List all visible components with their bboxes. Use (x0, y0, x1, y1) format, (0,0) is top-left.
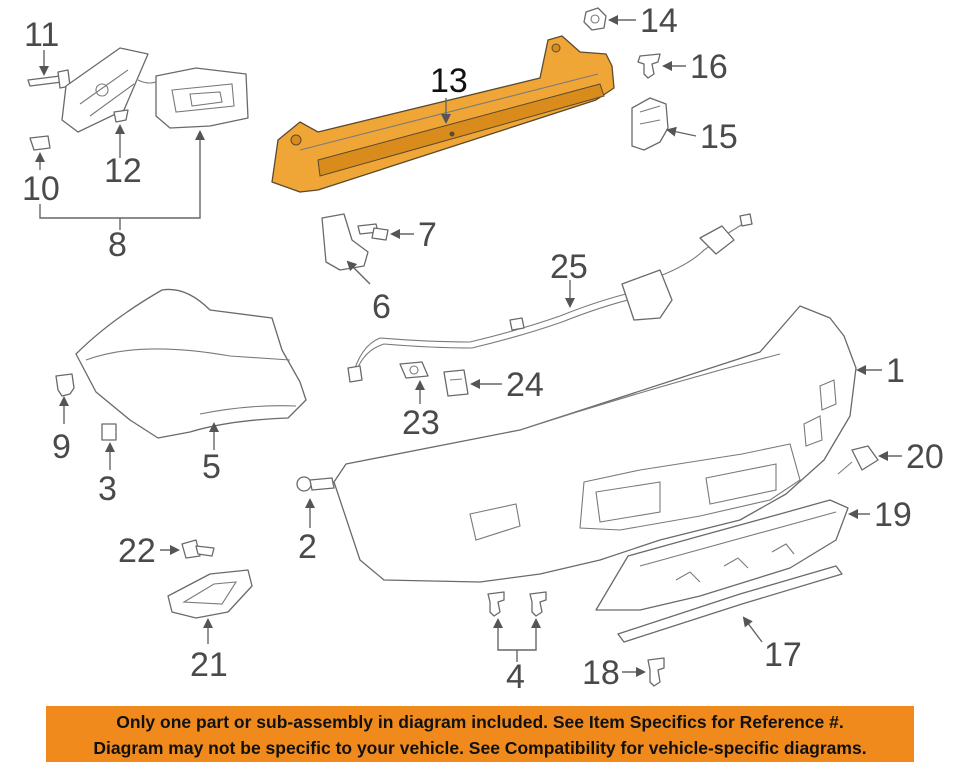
callout-13: 13 (430, 62, 468, 100)
callout-7: 7 (418, 216, 437, 254)
callout-20: 20 (906, 438, 944, 476)
disclaimer-line-1: Only one part or sub-assembly in diagram… (116, 712, 844, 732)
push-clip-4b (529, 591, 547, 617)
parts-diagram: 13 14 16 15 11 12 10 (22, 2, 944, 696)
disclaimer-banner: Only one part or sub-assembly in diagram… (46, 706, 914, 762)
callout-10: 10 (22, 170, 60, 208)
bracket-6 (321, 213, 369, 271)
callout-22: 22 (118, 532, 156, 570)
reflector-21 (167, 569, 253, 619)
lamp-housing (61, 47, 161, 133)
trim-strip (617, 565, 843, 643)
callout-5: 5 (202, 448, 221, 486)
bolt-7 (357, 223, 389, 241)
bolt-11 (27, 69, 71, 89)
callout-16: 16 (690, 48, 728, 86)
callout-12: 12 (104, 152, 142, 190)
skid-plate (595, 499, 849, 611)
push-clip-4a (487, 591, 505, 617)
bumper-cover (333, 305, 857, 583)
callout-4: 4 (506, 658, 525, 696)
push-clip-18 (647, 657, 665, 687)
callout-21: 21 (190, 646, 228, 684)
callout-17: 17 (764, 636, 802, 674)
callout-11: 11 (24, 16, 59, 54)
screw-22 (181, 539, 215, 559)
disclaimer-line-2: Diagram may not be specific to your vehi… (93, 738, 867, 758)
lamp-socket (155, 67, 249, 129)
clip-12 (113, 109, 129, 123)
callout-25: 25 (550, 248, 588, 286)
wiring-harness (347, 213, 753, 383)
callout-14: 14 (640, 2, 678, 40)
callout-18: 18 (582, 654, 620, 692)
retainer-24 (443, 369, 469, 397)
callout-24: 24 (506, 366, 544, 404)
push-clip-16 (637, 53, 661, 79)
clip-10 (29, 135, 51, 151)
bumper-reinforcement-bar (271, 35, 615, 193)
nut-part (583, 7, 607, 31)
callout-1: 1 (886, 352, 905, 390)
callout-3: 3 (98, 470, 117, 508)
callout-8: 8 (108, 226, 127, 264)
callout-6: 6 (372, 288, 391, 326)
bracket-15 (631, 97, 669, 151)
bolt-2 (296, 476, 335, 492)
clip-3 (101, 423, 117, 441)
callout-2: 2 (298, 528, 317, 566)
callout-19: 19 (874, 496, 912, 534)
push-pin-9 (55, 373, 75, 397)
callout-23: 23 (402, 404, 440, 442)
callout-9: 9 (52, 428, 71, 466)
fender-liner (75, 288, 307, 439)
sensor-23 (399, 361, 429, 379)
tow-hook-cover (837, 445, 879, 475)
callout-15: 15 (700, 118, 738, 156)
